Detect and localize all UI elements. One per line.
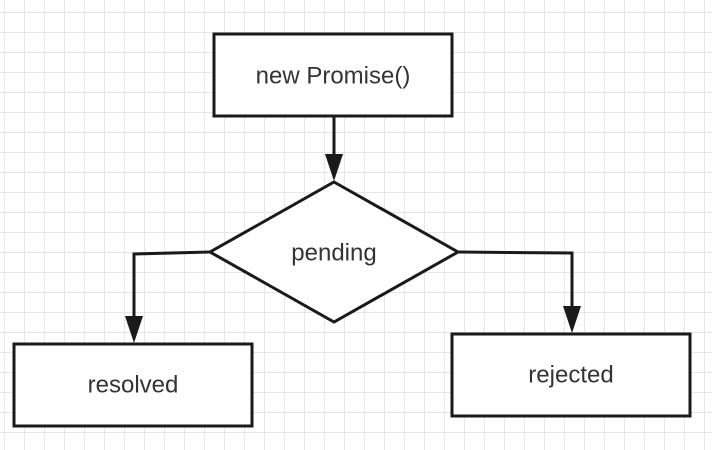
node-resolved-box [12, 342, 254, 428]
arrowhead-start-to-pending [325, 154, 343, 181]
arrowhead-pending-to-resolved [125, 316, 143, 343]
edge-pending-to-rejected [457, 250, 574, 316]
node-new-promise[interactable]: new Promise() [212, 32, 454, 118]
arrowhead-pending-to-rejected [563, 306, 581, 333]
node-pending[interactable]: pending [206, 180, 462, 324]
node-rejected-label: rejected [528, 361, 613, 388]
node-pending-label: pending [291, 239, 376, 266]
node-new-promise-label: new Promise() [256, 62, 411, 89]
connectors [125, 116, 581, 343]
edge-pending-to-resolved [132, 250, 211, 326]
node-resolved-label: resolved [88, 371, 179, 398]
node-new-promise-box [212, 32, 454, 118]
node-pending-diamond [206, 180, 462, 324]
node-resolved[interactable]: resolved [12, 342, 254, 428]
node-rejected[interactable]: rejected [450, 332, 692, 418]
node-rejected-box [450, 332, 692, 418]
